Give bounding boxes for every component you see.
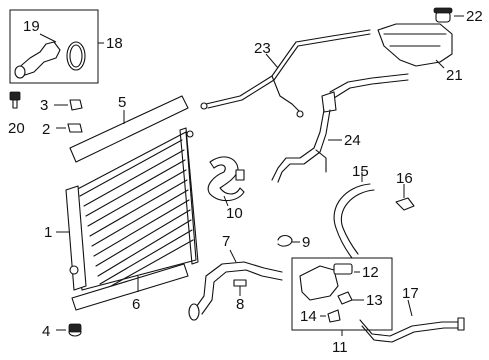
callout-14: 14	[300, 308, 317, 325]
callout-21: 21	[446, 67, 463, 84]
callout-13: 13	[366, 292, 383, 309]
callout-20: 20	[8, 120, 25, 137]
callout-11: 11	[332, 339, 348, 356]
reservoir-21: 21	[377, 23, 463, 84]
callout-15: 15	[352, 163, 369, 180]
hose-10: 10	[207, 156, 245, 222]
gasket-ring-19	[66, 41, 86, 71]
callout-6: 6	[132, 296, 140, 313]
bracket-2: 2	[42, 121, 83, 138]
callout-18: 18	[106, 35, 123, 52]
group-box-18	[9, 9, 99, 84]
hose-7: 7	[188, 233, 283, 321]
part-12	[333, 263, 353, 275]
lower-seal-6: 6	[71, 263, 189, 313]
mount-4: 4	[42, 323, 82, 340]
part-14	[327, 309, 341, 323]
clamp-9: 9	[277, 234, 310, 251]
callout-23: 23	[254, 40, 271, 57]
hose-16: 16	[395, 170, 415, 211]
callout-17: 17	[402, 285, 419, 302]
cap-22: 22	[433, 7, 483, 25]
callout-2: 2	[42, 121, 50, 138]
callout-5: 5	[118, 94, 126, 111]
callout-9: 9	[302, 234, 310, 251]
hose-15: 15	[333, 163, 375, 259]
part-13	[337, 291, 353, 305]
callout-4: 4	[42, 323, 50, 340]
hose-24: 24	[271, 73, 409, 183]
callout-7: 7	[222, 233, 230, 250]
thermostat-housing-group: 19 18	[9, 9, 123, 84]
callout-10: 10	[226, 205, 243, 222]
valve-body	[299, 265, 339, 301]
pipe-17: 17	[359, 285, 465, 343]
valve-group-11: 12 13 14 11	[291, 257, 393, 356]
callout-16: 16	[396, 170, 413, 187]
thermostat-housing	[15, 41, 61, 77]
housing-outlet	[14, 65, 26, 79]
gasket-ring-inner	[69, 44, 83, 68]
callout-1: 1	[44, 224, 52, 241]
upper-seal-5: 5	[69, 94, 189, 163]
radiator-1: 1	[44, 127, 199, 291]
hose-23: 23	[200, 29, 371, 118]
callout-3: 3	[40, 97, 48, 114]
callout-24: 24	[344, 132, 361, 149]
callout-19: 19	[23, 18, 40, 35]
callout-22: 22	[466, 8, 483, 25]
callout-8: 8	[236, 296, 244, 313]
connector-8: 8	[233, 279, 247, 313]
callout-12: 12	[362, 264, 379, 281]
clip-3: 3	[40, 97, 83, 114]
bolt-20: 20	[8, 91, 25, 137]
